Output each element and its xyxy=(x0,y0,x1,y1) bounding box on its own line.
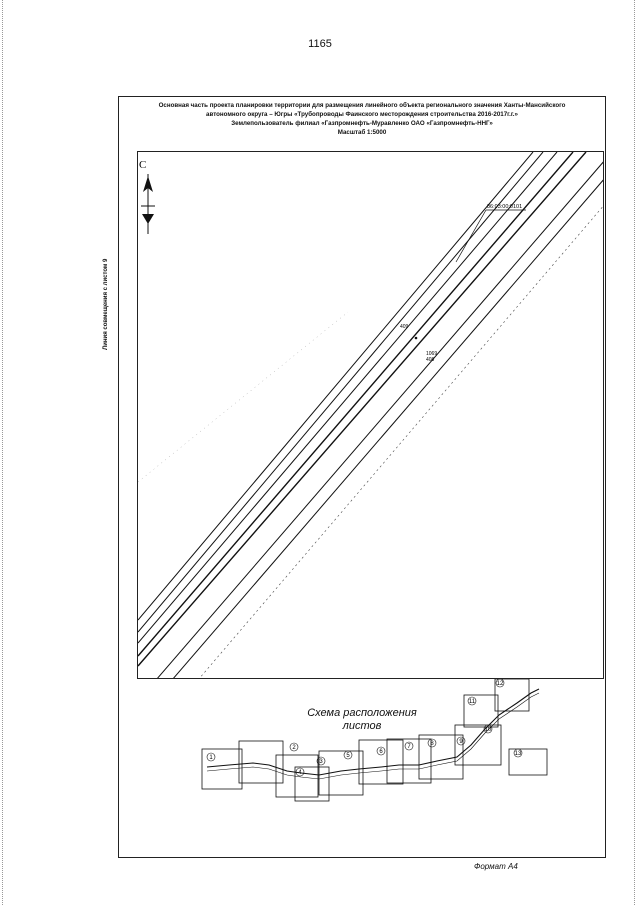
sheet-box-1 xyxy=(201,748,243,790)
parcel-label: 86:03:00:0101 xyxy=(487,204,522,210)
survey-point-409 xyxy=(414,336,418,340)
header-line-1: Основная часть проекта планировки террит… xyxy=(158,102,566,109)
sheet-number-9: 9 xyxy=(459,739,463,745)
faint-contour xyxy=(138,311,349,483)
point-label-408: 408 xyxy=(426,357,435,363)
corridor-line-3 xyxy=(138,152,558,644)
sheet-box-9 xyxy=(418,734,464,780)
sheet-layout-scheme: Схема расположения листов xyxy=(119,679,605,859)
sheet-number-5: 5 xyxy=(346,753,350,759)
sheet-number-1: 1 xyxy=(209,755,213,761)
sheet-number-10: 10 xyxy=(485,727,492,733)
north-label: С xyxy=(139,159,146,171)
north-arrow-icon: С xyxy=(139,159,155,234)
sheet-box-8 xyxy=(386,738,432,784)
match-line-label: Линия совмещения с листом 9 xyxy=(103,258,109,350)
scan-edge-right xyxy=(634,0,636,905)
sheet-box-13 xyxy=(508,748,548,776)
parcel-leader xyxy=(455,209,487,263)
paper-format-label: Формат А4 xyxy=(474,862,518,871)
page-number: 1165 xyxy=(308,38,332,50)
pipeline-route xyxy=(206,688,540,776)
header-line-3: Землепользователь филиал «Газпромнефть-М… xyxy=(231,120,493,127)
pipeline-route-parallel xyxy=(206,692,540,780)
map-drawing: 86:03:00:0101 409 1069 408 xyxy=(138,152,603,678)
sheet-number-12: 12 xyxy=(497,681,504,687)
corridor-line-2 xyxy=(138,152,544,633)
sheet-box-3 xyxy=(275,754,319,798)
scheme-title-line-1: Схема расположения xyxy=(307,707,417,719)
scheme-title-line-2: листов xyxy=(342,720,382,732)
corridor-line-5 xyxy=(173,179,603,678)
sheet-box-2 xyxy=(238,740,284,784)
map-sheet-frame: Основная часть проекта планировки террит… xyxy=(118,96,606,858)
sheet-number-2: 2 xyxy=(292,745,296,751)
boundary-dashed-1 xyxy=(199,205,603,678)
sheet-number-7: 7 xyxy=(407,744,411,750)
corridor-line-4 xyxy=(157,161,603,678)
sheet-number-6: 6 xyxy=(379,749,383,755)
sheet-box-4 xyxy=(294,766,330,802)
point-label-1069: 1069 xyxy=(426,351,437,357)
sheet-number-11: 11 xyxy=(469,699,476,705)
header-line-4: Масштаб 1:5000 xyxy=(337,129,387,136)
pipeline-line-1 xyxy=(138,152,574,657)
scheme-title: Схема расположения листов xyxy=(119,707,605,733)
corridor-line-1 xyxy=(138,152,534,621)
header-line-2: автономного округа – Югры «Трубопроводы … xyxy=(206,111,518,118)
sheet-number-4: 4 xyxy=(298,770,302,776)
sheet-box-6 xyxy=(318,750,364,796)
sheet-box-10 xyxy=(454,724,502,766)
pipeline-line-2 xyxy=(138,152,587,667)
scan-edge-left xyxy=(2,0,4,905)
sheet-number-3: 3 xyxy=(319,759,323,765)
scheme-sheet-numbers: 1 2 3 4 5 6 7 8 9 10 11 xyxy=(206,679,523,777)
sheet-number-13: 13 xyxy=(515,751,522,757)
scheme-drawing xyxy=(201,679,548,802)
sheet-header: Основная часть проекта планировки террит… xyxy=(119,101,605,137)
sheet-number-8: 8 xyxy=(430,741,434,747)
point-label-409: 409 xyxy=(400,324,409,330)
map-area: 86:03:00:0101 409 1069 408 xyxy=(137,151,604,679)
sheet-box-7 xyxy=(358,739,404,785)
